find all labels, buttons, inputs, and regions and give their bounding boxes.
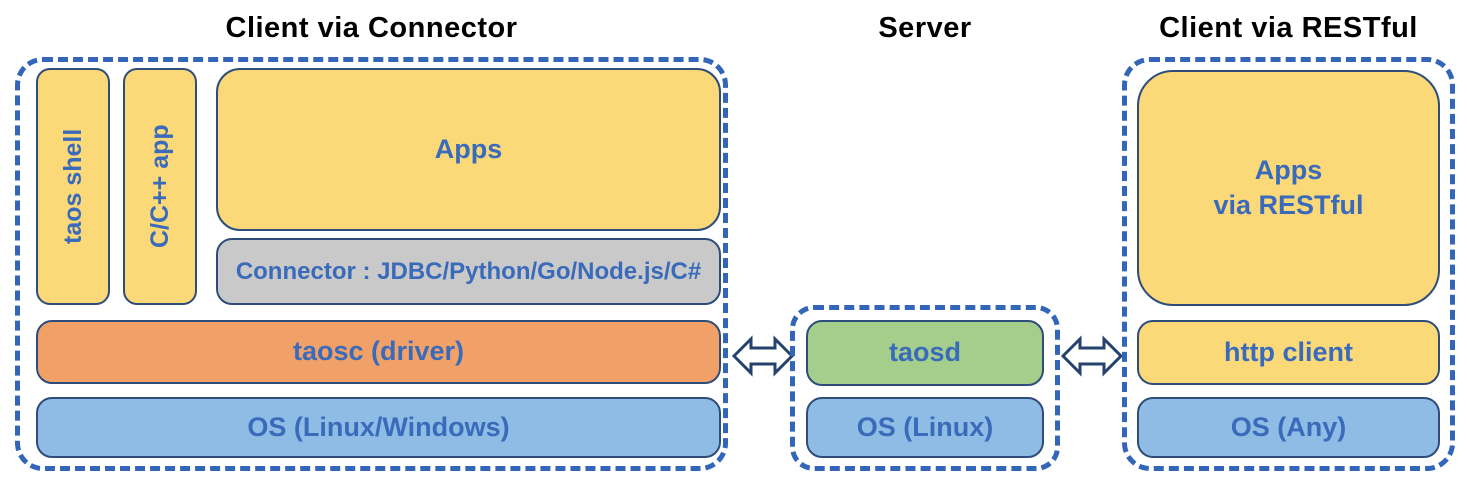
bidirectional-arrow-icon [731, 335, 795, 377]
client-restful-title: Client via RESTful [1159, 12, 1418, 44]
client-connector-title: Client via Connector [225, 12, 518, 44]
connector-box: Connector : JDBC/Python/Go/Node.js/C# [216, 238, 721, 305]
os-linux-box: OS (Linux) [806, 397, 1044, 458]
server-title: Server [878, 12, 972, 44]
http-client-box: http client [1137, 320, 1440, 385]
cpp-app-box: C/C++ app [123, 68, 197, 305]
taosc-driver-box: taosc (driver) [36, 320, 721, 384]
apps-via-restful-box: Apps via RESTful [1137, 70, 1440, 306]
taos-shell-box: taos shell [36, 68, 110, 305]
os-linux-windows-box: OS (Linux/Windows) [36, 397, 721, 458]
taosd-box: taosd [806, 320, 1044, 386]
apps-box: Apps [216, 68, 721, 231]
client-restful-panel [1122, 57, 1455, 471]
os-any-box: OS (Any) [1137, 397, 1440, 458]
server-panel [790, 305, 1060, 471]
client-connector-panel [15, 57, 728, 471]
bidirectional-arrow-icon [1060, 335, 1124, 377]
